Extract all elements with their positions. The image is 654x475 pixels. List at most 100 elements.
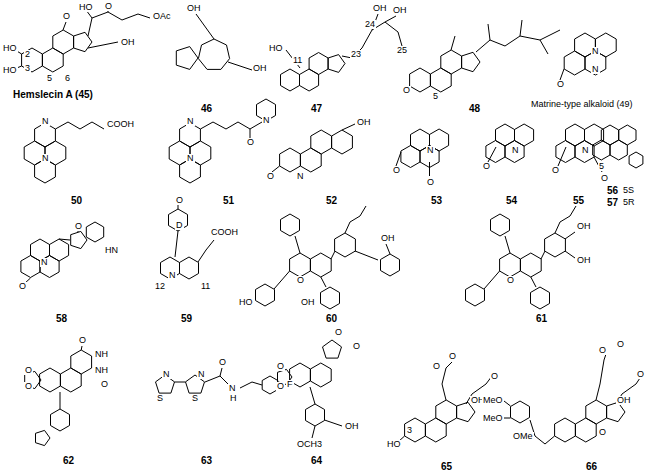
atom-label: 11 <box>292 56 303 65</box>
atom-label: Matrine-type alkaloid (49) <box>530 100 634 109</box>
compound-label: 47 <box>310 104 323 114</box>
bond-chain <box>484 271 500 289</box>
ring-bond <box>74 32 92 51</box>
ring-bond <box>290 253 311 277</box>
atom-label: 3 <box>406 426 413 435</box>
atom-label: NH <box>94 350 109 359</box>
atom-label: 24 <box>364 20 376 29</box>
atom-label: 6 <box>64 74 71 83</box>
atom-label: O <box>556 80 565 89</box>
bond-chain <box>488 147 496 162</box>
atom-label: HO <box>2 66 18 75</box>
bond-chain <box>88 12 150 36</box>
compound-label: 52 <box>325 196 338 206</box>
bond-chain <box>386 244 390 254</box>
bond-chain <box>451 36 455 50</box>
atom-label: N <box>591 47 600 56</box>
atom-label: O <box>175 196 184 205</box>
atom-label: OH <box>344 422 360 431</box>
bond-chain <box>530 420 555 444</box>
atom-label: HO <box>78 3 94 12</box>
atom-label: OH <box>576 256 592 265</box>
atom-label: OCH3 <box>296 440 323 449</box>
bond-chain <box>476 30 560 52</box>
ring-bond <box>586 400 607 424</box>
ring-bond <box>310 253 331 277</box>
ring-bond <box>607 402 625 421</box>
atom-label: O <box>598 346 607 355</box>
atom-label: O <box>616 340 625 349</box>
atom-label: HN <box>104 246 119 255</box>
atom-label: HO <box>238 298 254 307</box>
atom-label: 11 <box>200 282 211 291</box>
compound-label: 51 <box>222 196 235 206</box>
compound-label: 59 <box>180 314 193 324</box>
bond-chain <box>355 251 378 260</box>
atom-label: O <box>598 428 607 437</box>
bond-chain <box>558 147 566 166</box>
ring-bond <box>462 52 480 71</box>
atom-label: O <box>104 2 113 11</box>
ring-bond <box>60 368 81 392</box>
compound-label: 61 <box>535 314 548 324</box>
bond-chain <box>504 401 511 406</box>
ring-bond <box>335 233 356 257</box>
atom-label: OH <box>356 118 372 127</box>
ring-bond <box>405 418 426 442</box>
ring-bond <box>436 400 457 424</box>
atom-label: N <box>186 154 195 163</box>
compound-label: 56 <box>606 186 619 196</box>
atom-label: NH <box>94 366 109 375</box>
ring-bond <box>545 233 566 257</box>
ring-bond <box>53 30 74 54</box>
ring-bond <box>281 69 300 91</box>
ring-bond <box>309 53 328 75</box>
compound-label: 53 <box>430 196 443 206</box>
bond-chain <box>555 222 560 233</box>
atom-label: OH <box>616 396 632 405</box>
atom-label: COOH <box>106 120 135 129</box>
atom-label: HO <box>2 44 18 53</box>
atom-label: N <box>197 370 206 379</box>
ring-bond <box>575 418 596 442</box>
atom-label: N <box>591 65 600 74</box>
bond-chain <box>565 251 575 258</box>
ring-bond <box>256 284 275 306</box>
ring-bond <box>306 404 325 426</box>
compound-label: 62 <box>62 456 75 466</box>
ring-bond <box>520 253 541 277</box>
compound-label: 65 <box>440 462 453 472</box>
compound-label: 64 <box>310 456 323 466</box>
bond-chain <box>63 22 66 30</box>
ring-bond <box>410 68 431 92</box>
atom-label: O <box>551 166 560 175</box>
atom-label: O <box>296 276 305 285</box>
atom-label: 5R <box>622 198 636 207</box>
ring-bond <box>425 418 446 442</box>
atom-label: O <box>448 352 457 361</box>
ring-bond <box>491 214 510 236</box>
bond-chain <box>429 162 430 176</box>
ring-bond <box>328 55 345 73</box>
bond-chain <box>295 236 300 253</box>
compound-label: 55 <box>572 196 585 206</box>
atom-label: OMe <box>512 432 534 441</box>
ring-bond <box>35 123 56 147</box>
bond-chain <box>345 222 350 233</box>
ring-bond <box>40 368 61 392</box>
compound-label: 46 <box>200 104 213 114</box>
bond-chain <box>385 16 396 22</box>
ring-bond <box>441 50 462 74</box>
bond-chain <box>541 251 545 259</box>
atom-label: O <box>402 86 411 95</box>
bond-chain <box>196 14 214 39</box>
atom-label: MeO <box>482 396 504 405</box>
ring-bond <box>176 47 198 70</box>
bond-chain <box>325 420 343 426</box>
atom-label: O <box>334 328 343 337</box>
bond-chain <box>442 362 452 400</box>
ring-bond <box>466 284 485 306</box>
bond-chain <box>250 129 251 138</box>
